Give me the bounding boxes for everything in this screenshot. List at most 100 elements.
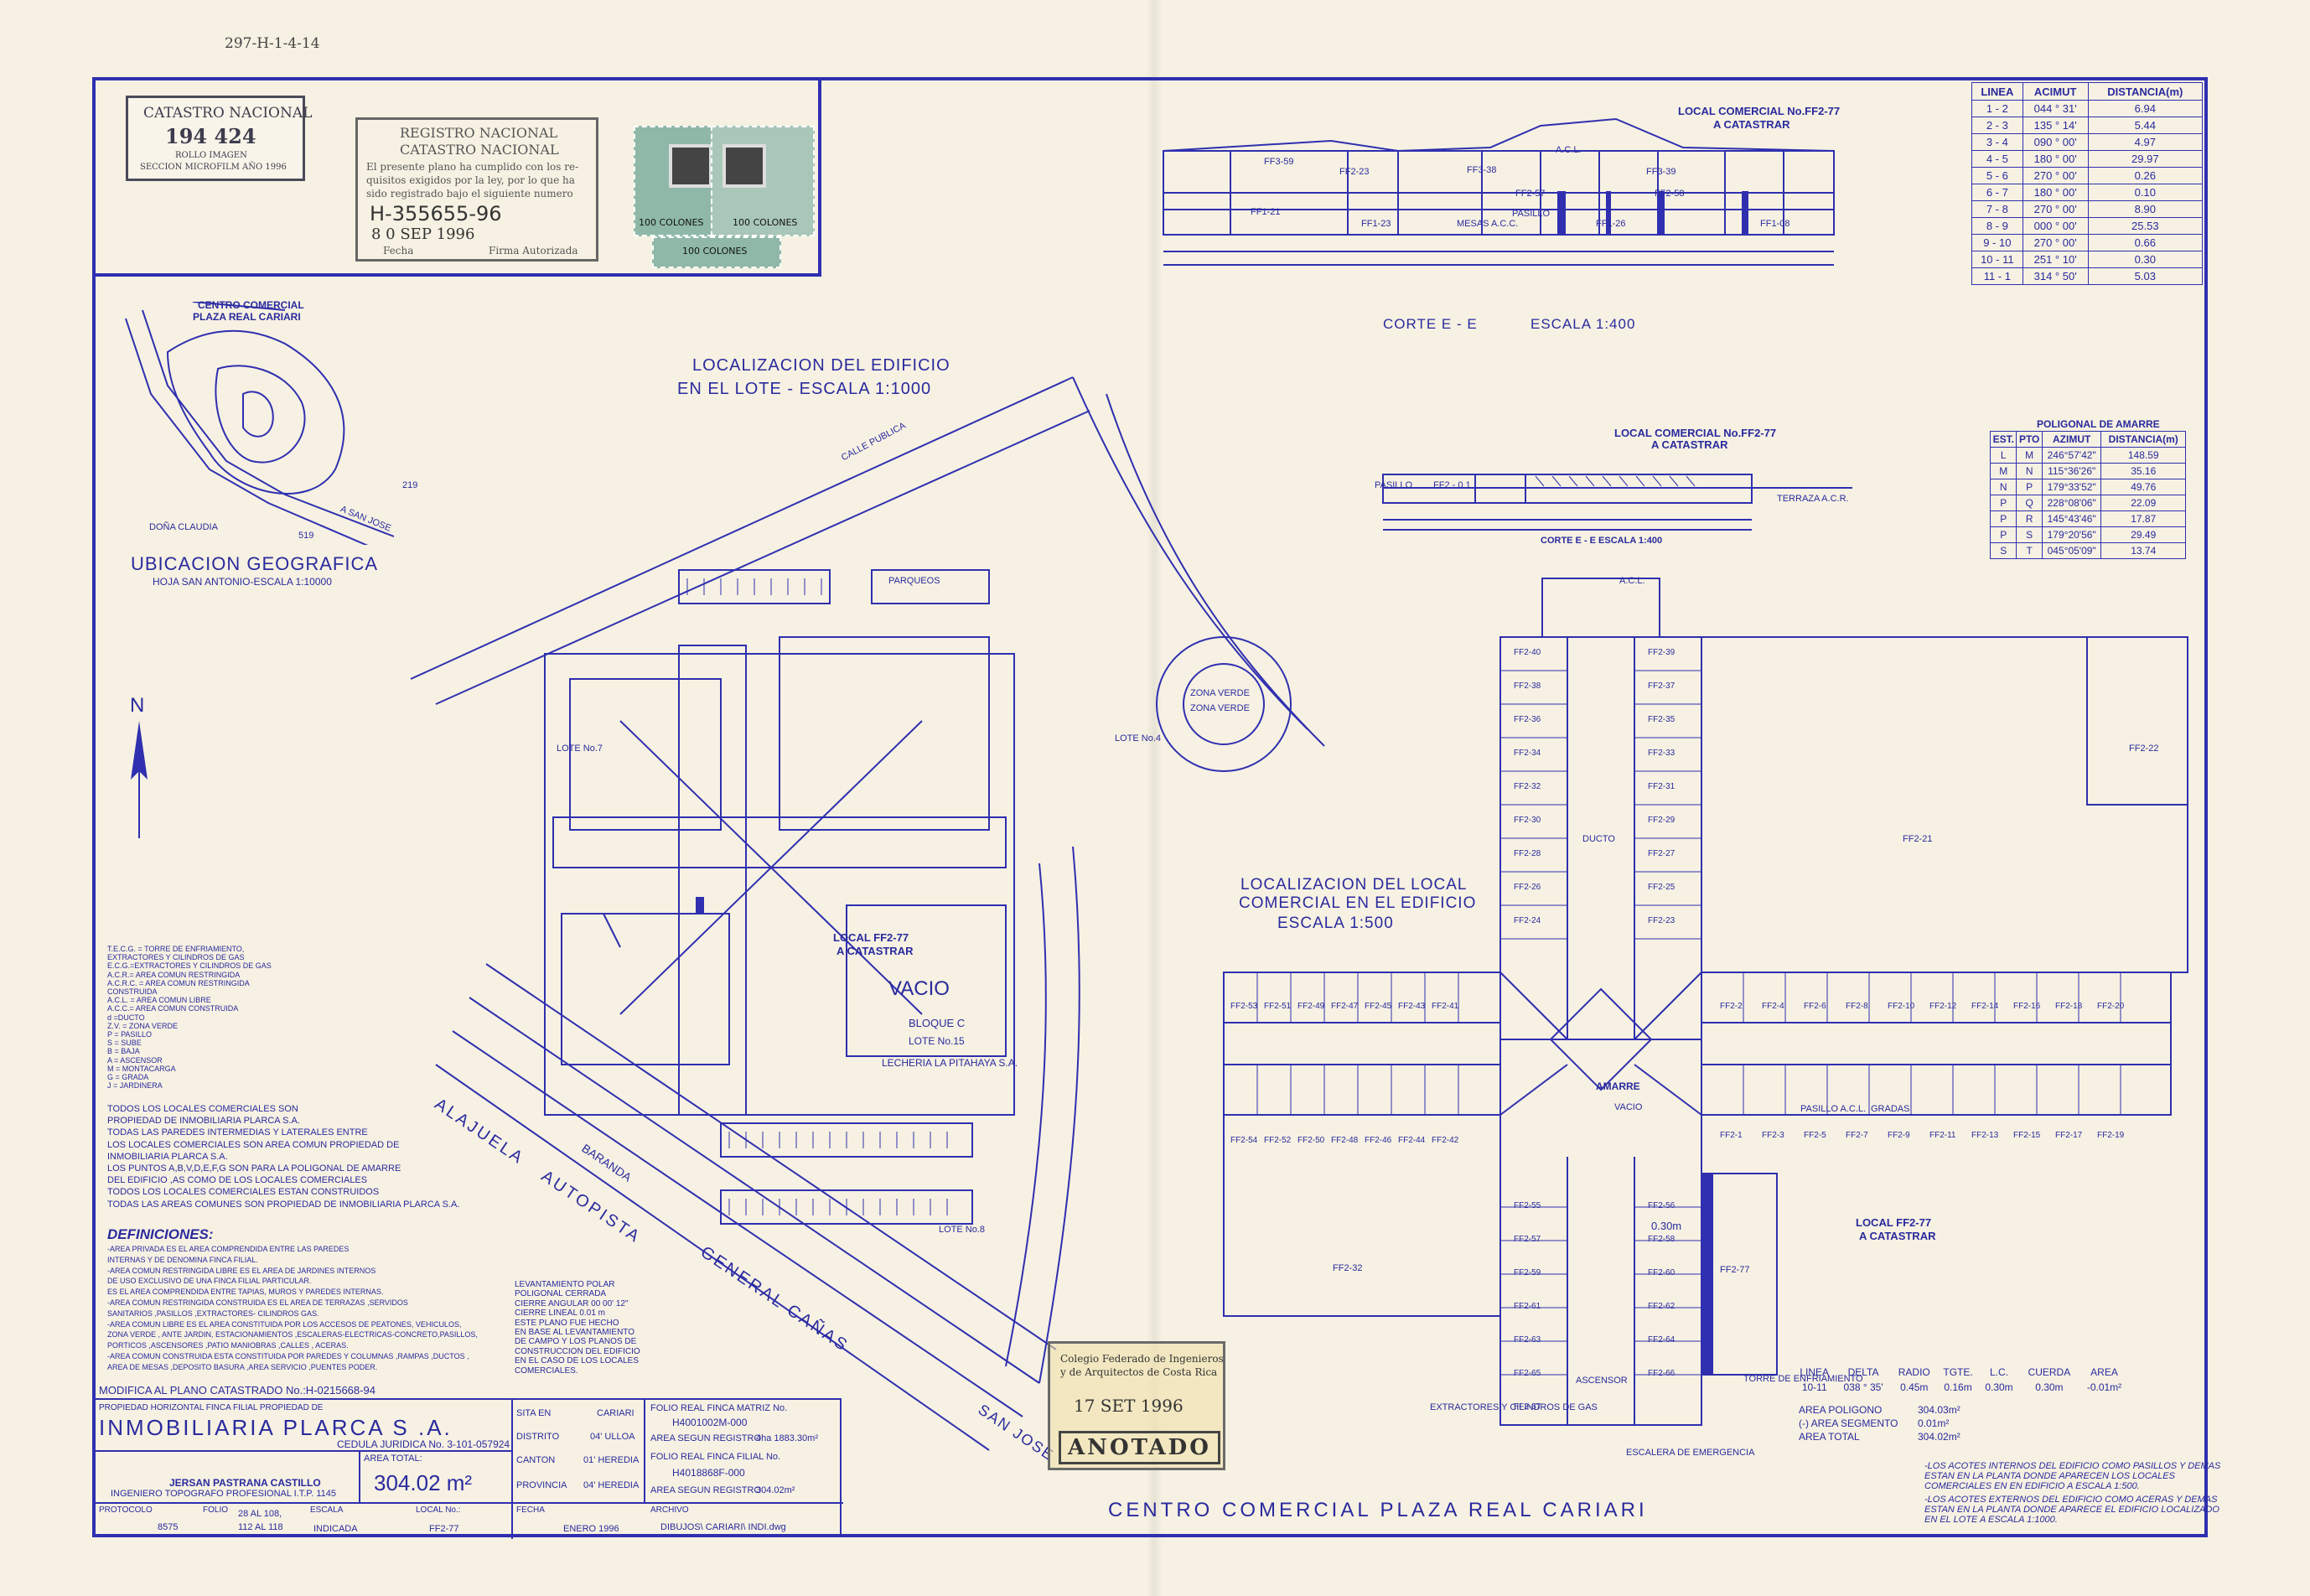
table-cell: -0.01m² xyxy=(2086,1381,2122,1393)
compass-north-label: N xyxy=(130,694,145,717)
table-header: RADIO xyxy=(1898,1366,1930,1378)
table-cell: 17.87 xyxy=(2100,510,2186,527)
table-cell: 246°57'42" xyxy=(2041,447,2102,464)
note-line: DEL EDIFICIO ,AS COMO DE LOS LOCALES COM… xyxy=(107,1175,368,1186)
area-segmento-label: (-) AREA SEGMENTO xyxy=(1799,1417,1898,1429)
table-header: TGTE. xyxy=(1943,1366,1973,1378)
note-line: POLIGONAL CERRADA xyxy=(515,1289,607,1299)
shop-label: FF2-38 xyxy=(1514,681,1541,691)
protocolo-label: PROTOCOLO xyxy=(99,1505,153,1515)
fiscal-stamp-2-value: 100 COLONES xyxy=(733,217,798,228)
engineer-name: JERSAN PASTRANA CASTILLO xyxy=(169,1477,321,1489)
area-registro2-value: 304.02m² xyxy=(756,1485,795,1495)
table-header: LINEA xyxy=(1971,82,2023,101)
shop-label: FF2-42 xyxy=(1432,1136,1459,1145)
shop-label: FF2-10 xyxy=(1888,1002,1915,1011)
table-header: EST. xyxy=(1989,431,2017,448)
section-room-label: MESAS A.C.C. xyxy=(1457,219,1519,229)
table-header: L.C. xyxy=(1989,1366,2008,1378)
note-line: S = SUBE xyxy=(107,1039,142,1048)
shop-label: FF2-47 xyxy=(1331,1002,1359,1011)
north-arrow-icon xyxy=(131,721,148,838)
location-centro-label: CENTRO COMERCIAL xyxy=(198,299,304,311)
modifica-label: MODIFICA AL PLANO CATASTRADO No.:H-02156… xyxy=(99,1384,376,1396)
note-line: E.C.G.=EXTRACTORES Y CILINDROS DE GAS xyxy=(107,961,272,971)
table-cell: S xyxy=(1989,542,2017,559)
note-line: LOS LOCALES COMERCIALES SON AREA COMUN P… xyxy=(107,1139,400,1150)
table-header: AREA xyxy=(2090,1366,2118,1378)
shop-label: FF2-7 xyxy=(1846,1131,1868,1140)
location-title: UBICACION GEOGRAFICA xyxy=(131,553,379,574)
section-ee-caption-left: CORTE E - E xyxy=(1383,316,1478,332)
table-cell: P xyxy=(1989,510,2017,527)
table-cell: 270 ° 00' xyxy=(2022,200,2089,218)
folio-value2: 112 AL 118 xyxy=(238,1522,283,1532)
shop-label: FF2-66 xyxy=(1648,1369,1676,1378)
floor-plan-misc-label: TORRE DE ENFRIAMIENTO xyxy=(1743,1374,1863,1384)
provincia-value: 04' HEREDIA xyxy=(583,1480,640,1490)
table-cell: 0.30 xyxy=(2087,251,2204,268)
note-line: TODOS LOS LOCALES COMERCIALES ESTAN CONS… xyxy=(107,1187,380,1198)
fecha-label: FECHA xyxy=(516,1505,545,1515)
note-line: d =DUCTO xyxy=(107,1013,145,1022)
colegio-line2: y de Arquitectos de Costa Rica xyxy=(1060,1366,1218,1378)
shop-label: FF2-56 xyxy=(1648,1201,1676,1210)
catastro-title: CATASTRO NACIONAL xyxy=(143,105,313,122)
registro-fecha: Fecha xyxy=(383,245,414,256)
shop-label: FF2-39 xyxy=(1648,648,1676,657)
note-line: T.E.C.G. = TORRE DE ENFRIAMIENTO, xyxy=(107,945,245,953)
table-header: DISTANCIA(m) xyxy=(2087,82,2204,101)
note-line: CIERRE ANGULAR 00 00' 12" xyxy=(515,1298,629,1308)
shop-label: FF2-58 xyxy=(1648,1235,1676,1244)
shop-label: FF2-59 xyxy=(1514,1268,1541,1277)
note-line: TODAS LAS AREAS COMUNES SON PROPIEDAD DE… xyxy=(107,1199,460,1210)
small-section-label: PASILLO xyxy=(1375,480,1413,490)
table-cell: 7 - 8 xyxy=(1971,200,2023,218)
local-label: LOCAL No.: xyxy=(416,1505,461,1515)
folio-value1: 28 AL 108, xyxy=(238,1509,282,1519)
note-line: A.C.C.= AREA COMUN CONSTRUIDA xyxy=(107,1004,239,1013)
note-line: DE USO EXCLUSIVO DE UNA FINCA FILIAL PAR… xyxy=(107,1277,312,1286)
table-cell: 29.49 xyxy=(2100,526,2186,543)
note-line: EXTRACTORES Y CILINDROS DE GAS xyxy=(107,953,245,962)
table-cell: 11 - 1 xyxy=(1971,267,2023,285)
area-total-label: AREA TOTAL: xyxy=(364,1454,422,1464)
shop-label: FF2-32 xyxy=(1333,1263,1363,1273)
small-section-caption: CORTE E - E ESCALA 1:400 xyxy=(1541,536,1663,546)
site-plan-title: LOCALIZACION DEL EDIFICIO xyxy=(692,356,950,375)
section-room-label: PASILLO xyxy=(1512,209,1551,219)
note-line: CIERRE LINEAL 0.01 m xyxy=(515,1308,606,1319)
note-line: A.C.R.C. = AREA COMUN RESTRINGIDA xyxy=(107,978,250,987)
table-cell: 045°05'09" xyxy=(2041,542,2102,559)
table-cell: 0.30m xyxy=(1985,1381,2013,1393)
shop-label: FF2-49 xyxy=(1297,1002,1325,1011)
catastro-stamp: CATASTRO NACIONAL 194 424 ROLLO IMAGEN S… xyxy=(126,96,312,181)
catastro-rollo: ROLLO IMAGEN xyxy=(175,151,247,160)
floor-plan-misc-label: A.C.L. xyxy=(1619,576,1645,586)
shop-label: FF2-44 xyxy=(1398,1136,1426,1145)
shop-label: FF2-63 xyxy=(1514,1335,1541,1345)
shop-label: FF2-32 xyxy=(1514,782,1541,791)
floor-plan-local-label: LOCAL FF2-77 xyxy=(1856,1216,1932,1229)
table-cell: 49.76 xyxy=(2100,479,2186,495)
distrito-label: DISTRITO xyxy=(516,1432,560,1442)
floor-plan-local-label2: A CATASTRAR xyxy=(1859,1230,1936,1242)
registro-body1: El presente plano ha cumplido con los re… xyxy=(366,161,579,173)
table-cell: Q xyxy=(2016,495,2043,511)
area-total-label: AREA TOTAL xyxy=(1799,1431,1860,1443)
location-label: 519 xyxy=(298,531,314,541)
table-cell: 270 ° 00' xyxy=(2022,234,2089,251)
shop-label: FF2-1 xyxy=(1720,1131,1743,1140)
note-line: -AREA COMUN LIBRE ES EL AREA CONSTITUIDA… xyxy=(107,1319,462,1329)
shop-label: FF2-27 xyxy=(1648,849,1676,858)
small-section-label: FF2 - 0 1 xyxy=(1433,480,1471,490)
poligonal-title: POLIGONAL DE AMARRE xyxy=(2037,418,2160,430)
shop-label: FF2-31 xyxy=(1648,782,1676,791)
sheet-reference: 297-H-1-4-14 xyxy=(225,35,320,52)
shop-label: FF2-26 xyxy=(1514,883,1541,892)
